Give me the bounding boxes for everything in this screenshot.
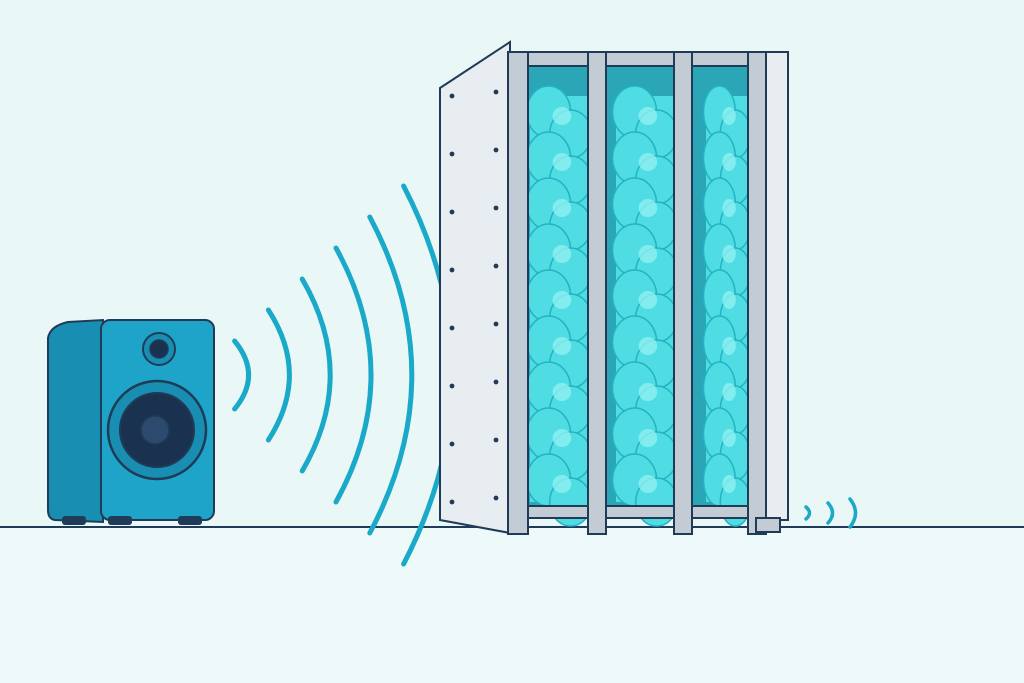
- insulation-highlight: [552, 245, 572, 263]
- insulation-highlight: [722, 107, 736, 125]
- screw: [449, 267, 455, 273]
- insulation-highlight: [552, 429, 572, 447]
- drywall-screws: [449, 89, 499, 505]
- loudspeaker-icon: [47, 318, 215, 525]
- screw: [493, 147, 499, 153]
- dampened-wave-arc: [826, 501, 835, 525]
- sound-wave-arc: [299, 276, 333, 474]
- insulation-highlight: [552, 107, 572, 125]
- screw: [449, 441, 455, 447]
- sound-wave-arc: [333, 245, 374, 505]
- insulated-wall-icon: [439, 40, 789, 535]
- drywall-panel: [439, 40, 511, 535]
- insulation-highlight: [638, 107, 658, 125]
- insulation-highlight: [722, 475, 736, 493]
- screw: [493, 495, 499, 501]
- insulation-highlight: [722, 153, 736, 171]
- insulation-batts: [525, 85, 752, 527]
- insulation-highlight: [552, 475, 572, 493]
- tweeter: [149, 339, 169, 359]
- insulation-highlight: [552, 337, 572, 355]
- top-plate: [507, 51, 789, 67]
- insulation-highlight: [638, 429, 658, 447]
- insulation-highlight: [638, 245, 658, 263]
- screw: [493, 437, 499, 443]
- dampened-wave-arc: [848, 497, 858, 529]
- stud-foot: [755, 517, 781, 533]
- insulation-highlight: [722, 291, 736, 309]
- woofer-dust-cap: [140, 415, 170, 445]
- insulation-highlight: [552, 383, 572, 401]
- insulation-highlight: [722, 429, 736, 447]
- insulation-highlight: [638, 199, 658, 217]
- insulation-highlight: [722, 337, 736, 355]
- screw: [493, 263, 499, 269]
- sound-wave-arc: [265, 307, 292, 443]
- screw: [493, 379, 499, 385]
- insulation-highlight: [552, 199, 572, 217]
- insulation-highlight: [722, 383, 736, 401]
- screw: [449, 209, 455, 215]
- insulation-highlight: [552, 153, 572, 171]
- wall-stud: [587, 51, 607, 535]
- speaker-foot: [62, 516, 86, 525]
- wall-stud: [747, 51, 767, 535]
- screw: [449, 93, 455, 99]
- speaker-foot: [178, 516, 202, 525]
- wall-stud: [673, 51, 693, 535]
- screw: [493, 205, 499, 211]
- ground-area: [0, 527, 1024, 683]
- insulation-highlight: [638, 383, 658, 401]
- sound-wave-arc: [232, 338, 252, 412]
- screw: [449, 499, 455, 505]
- screw: [449, 383, 455, 389]
- wall-studs: [507, 51, 780, 535]
- insulation-highlight: [638, 291, 658, 309]
- insulation-highlight: [552, 291, 572, 309]
- end-stud: [765, 51, 789, 521]
- speaker-side-panel: [47, 318, 104, 524]
- wall-stud: [507, 51, 529, 535]
- insulation-highlight: [722, 245, 736, 263]
- screw: [449, 151, 455, 157]
- insulation-highlight: [722, 199, 736, 217]
- dampened-wave-arc: [804, 505, 812, 521]
- dampened-wave-icon: [804, 497, 858, 529]
- sound-wave-arc: [367, 214, 415, 536]
- screw: [493, 321, 499, 327]
- insulation-highlight: [638, 153, 658, 171]
- screw: [449, 325, 455, 331]
- bottom-plate: [507, 505, 781, 519]
- screw: [493, 89, 499, 95]
- insulation-highlight: [638, 337, 658, 355]
- speaker-foot: [108, 516, 132, 525]
- insulation-highlight: [638, 475, 658, 493]
